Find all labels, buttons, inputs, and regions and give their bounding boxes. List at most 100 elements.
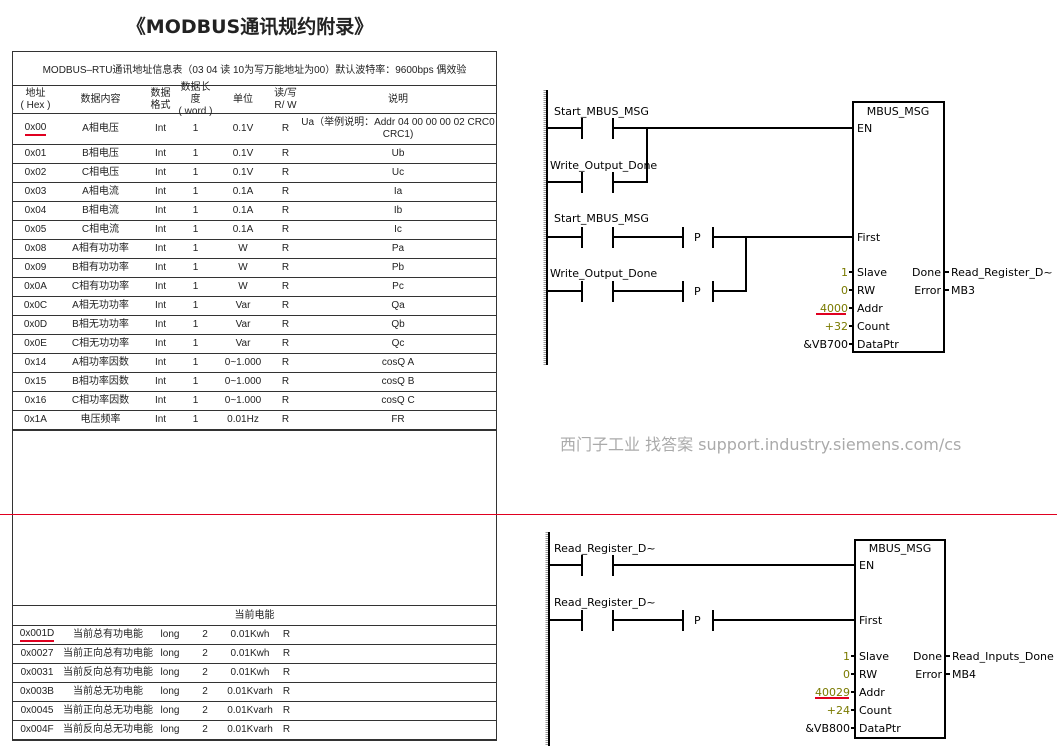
cell-address: 0x001D: [19, 628, 55, 642]
cell-rw: R: [281, 376, 290, 387]
cell-unit: Var: [235, 300, 251, 311]
cell-content: B相有功功率: [72, 262, 129, 273]
cell-unit: 0.01Kwh: [230, 629, 270, 640]
output-pin-label: Done: [913, 650, 942, 663]
cell-address: 0x0031: [20, 667, 54, 678]
pin-value: 40029: [815, 686, 850, 699]
cell-rw: R: [281, 319, 290, 330]
cell-content: C相无功功率: [71, 338, 130, 349]
cell-format: Int: [154, 414, 167, 425]
cell-address: 0x09: [24, 262, 47, 273]
cell-unit: 0.01Kvarh: [227, 724, 273, 735]
cell-unit: 0.01Kvarh: [227, 686, 273, 697]
cell-content: A相有功功率: [72, 243, 129, 254]
cell-address: 0x00: [24, 122, 47, 136]
cell-content: 当前总无功电能: [73, 686, 143, 697]
column-header: 单位: [233, 93, 253, 105]
cell-format: Int: [154, 319, 167, 330]
cell-address: 0x04: [24, 205, 47, 216]
cell-format: Int: [154, 376, 167, 387]
cell-format: Int: [154, 224, 167, 235]
cell-rw: R: [281, 357, 290, 368]
cell-content: C相电流: [81, 224, 120, 235]
cell-unit: 0.01Kwh: [230, 648, 270, 659]
cell-address: 0x0E: [24, 338, 47, 349]
cell-description: Pb: [391, 262, 405, 273]
cell-description: Pc: [392, 281, 404, 292]
pin-label: RW: [857, 284, 875, 297]
contact-label[interactable]: Write_Output_Done: [550, 267, 657, 280]
cell-address: 0x14: [24, 357, 47, 368]
cell-content: C相电压: [81, 167, 120, 178]
cell-description: cosQ B: [381, 376, 415, 387]
cell-address: 0x0045: [20, 705, 54, 716]
block-title[interactable]: MBUS_MSG: [869, 542, 932, 555]
column-header: 地址 ( Hex ): [20, 87, 51, 111]
pin-value: 4000: [820, 302, 848, 315]
address-table: MODBUS–RTU通讯地址信息表（03 04 读 10为写万能地址为00）默认…: [12, 51, 497, 431]
cell-rw: R: [281, 205, 290, 216]
output-pin-label: Error: [915, 668, 942, 681]
contact-label[interactable]: Write_Output_Done: [550, 159, 657, 172]
cell-address: 0x16: [24, 395, 47, 406]
cell-content: C相有功功率: [71, 281, 130, 292]
cell-format: long: [160, 667, 180, 678]
cell-length: 1: [192, 300, 199, 311]
cell-unit: 0~1.000: [224, 376, 262, 387]
cell-unit: Var: [235, 338, 251, 349]
cell-description: Uc: [391, 167, 405, 178]
column-header: 读/写 R/ W: [274, 87, 297, 111]
cell-length: 1: [192, 205, 199, 216]
cell-content: C相功率因数: [71, 395, 130, 406]
cell-length: 1: [192, 357, 199, 368]
cell-description: Qa: [391, 300, 405, 311]
cell-format: Int: [154, 148, 167, 159]
column-header: 说明: [388, 93, 408, 105]
output-value: MB3: [951, 284, 975, 297]
cell-rw: R: [281, 123, 290, 134]
cell-address: 0x05: [24, 224, 47, 235]
cell-rw: R: [281, 262, 290, 273]
cell-rw: R: [281, 414, 290, 425]
p-contact[interactable]: P: [694, 614, 701, 627]
p-contact[interactable]: P: [694, 285, 701, 298]
cell-content: B相无功功率: [72, 319, 129, 330]
cell-unit: 0.1V: [232, 148, 254, 159]
block-title[interactable]: MBUS_MSG: [867, 105, 930, 118]
cell-description: cosQ C: [381, 395, 415, 406]
contact-label[interactable]: Start_MBUS_MSG: [554, 105, 649, 118]
pin-label: Addr: [857, 302, 883, 315]
contact-label[interactable]: Read_Register_D~: [554, 542, 656, 555]
cell-rw: R: [281, 395, 290, 406]
pin-value: 1: [841, 266, 848, 279]
cell-length: 1: [192, 319, 199, 330]
cell-description: Ia: [393, 186, 403, 197]
pin-value: 0: [843, 668, 850, 681]
cell-length: 1: [192, 376, 199, 387]
cell-unit: 0.1V: [232, 167, 254, 178]
cell-unit: 0.01Kwh: [230, 667, 270, 678]
cell-length: 1: [192, 243, 199, 254]
pin-label: Slave: [857, 266, 887, 279]
cell-description: Qb: [391, 319, 405, 330]
contact-label[interactable]: Start_MBUS_MSG: [554, 212, 649, 225]
cell-unit: W: [238, 243, 248, 254]
p-contact[interactable]: P: [694, 231, 701, 244]
cell-unit: 0.01Hz: [227, 414, 259, 425]
cell-rw: R: [282, 629, 291, 640]
cell-unit: 0.1A: [232, 186, 254, 197]
cell-unit: W: [238, 262, 248, 273]
pin-first: First: [857, 231, 881, 244]
contact-label[interactable]: Read_Register_D~: [554, 596, 656, 609]
cell-content: A相电压: [82, 123, 119, 134]
